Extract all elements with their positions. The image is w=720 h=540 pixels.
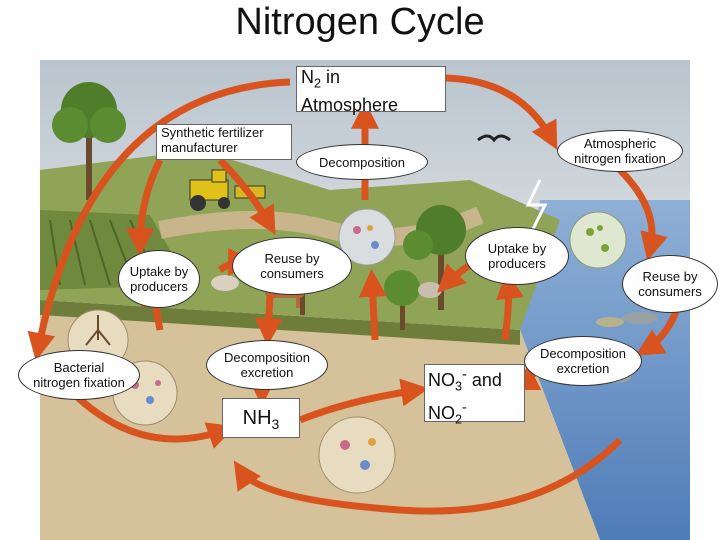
- arrow-reuse-left-to-decomp: [268, 295, 270, 335]
- nitrate-nitrite-label: NO3- and NO2-: [424, 364, 525, 422]
- n2-atmosphere-label: N2 in Atmosphere: [296, 66, 446, 112]
- n2-line2: Atmosphere: [301, 95, 398, 115]
- microbe-circle-algae: [570, 212, 626, 268]
- nh3-label: NH3: [222, 398, 300, 438]
- sheep: [211, 275, 239, 291]
- microbe-circle-decomposers-bottom: [319, 417, 395, 493]
- arrow-soil-to-decomposition: [372, 280, 375, 340]
- n2-formula: N2 in: [301, 67, 340, 87]
- arrow-nitrates-to-uptake: [505, 282, 509, 340]
- rabbit: [418, 282, 442, 298]
- decomposition-top-label: Decomposition: [296, 144, 428, 180]
